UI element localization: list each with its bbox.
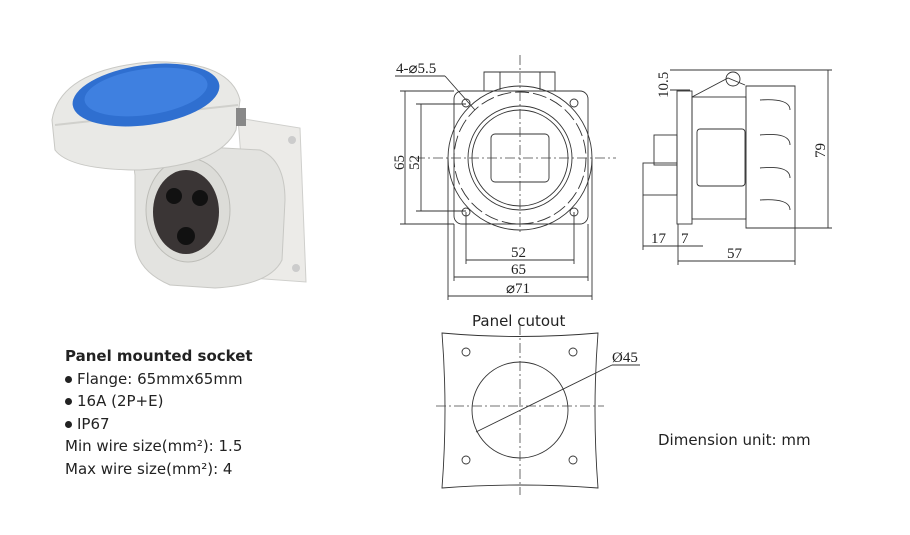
panel-cutout-title: Panel cutout bbox=[472, 312, 566, 330]
side-view-drawing: 10.5 79 17 7 57 bbox=[642, 69, 832, 265]
dim-height-inner: 52 bbox=[407, 155, 423, 170]
panel-cutout-drawing: Panel cutout Ø45 bbox=[436, 312, 640, 495]
spec-ip: IP67 bbox=[65, 413, 253, 436]
spec-flange: Flange: 65mmx65mm bbox=[65, 368, 253, 391]
dimension-unit: Dimension unit: mm bbox=[658, 431, 811, 449]
spec-title: Panel mounted socket bbox=[65, 347, 253, 365]
product-photo bbox=[51, 61, 307, 289]
dim-height-outer: 65 bbox=[392, 155, 408, 170]
spec-min-wire: Min wire size(mm²): 1.5 bbox=[65, 437, 243, 455]
front-view-drawing: 4-⌀5.5 65 52 52 65 ⌀71 bbox=[392, 55, 616, 300]
dim-top: 10.5 bbox=[656, 72, 672, 98]
dim-height: 79 bbox=[813, 143, 829, 158]
spec-max-wire: Max wire size(mm²): 4 bbox=[65, 459, 233, 478]
dim-width-inner: 52 bbox=[511, 245, 526, 261]
dim-diameter: ⌀71 bbox=[506, 281, 530, 297]
dim-rear: 17 bbox=[651, 231, 667, 247]
dim-depth: 57 bbox=[727, 246, 743, 262]
dim-flange: 7 bbox=[681, 231, 689, 247]
dim-width-outer: 65 bbox=[511, 262, 526, 278]
hole-dimension-label: 4-⌀5.5 bbox=[396, 61, 436, 77]
product-specs: Panel mounted socket Flange: 65mmx65mm 1… bbox=[65, 345, 253, 480]
spec-rating: 16A (2P+E) bbox=[65, 390, 253, 413]
cutout-diameter: Ø45 bbox=[612, 350, 638, 366]
